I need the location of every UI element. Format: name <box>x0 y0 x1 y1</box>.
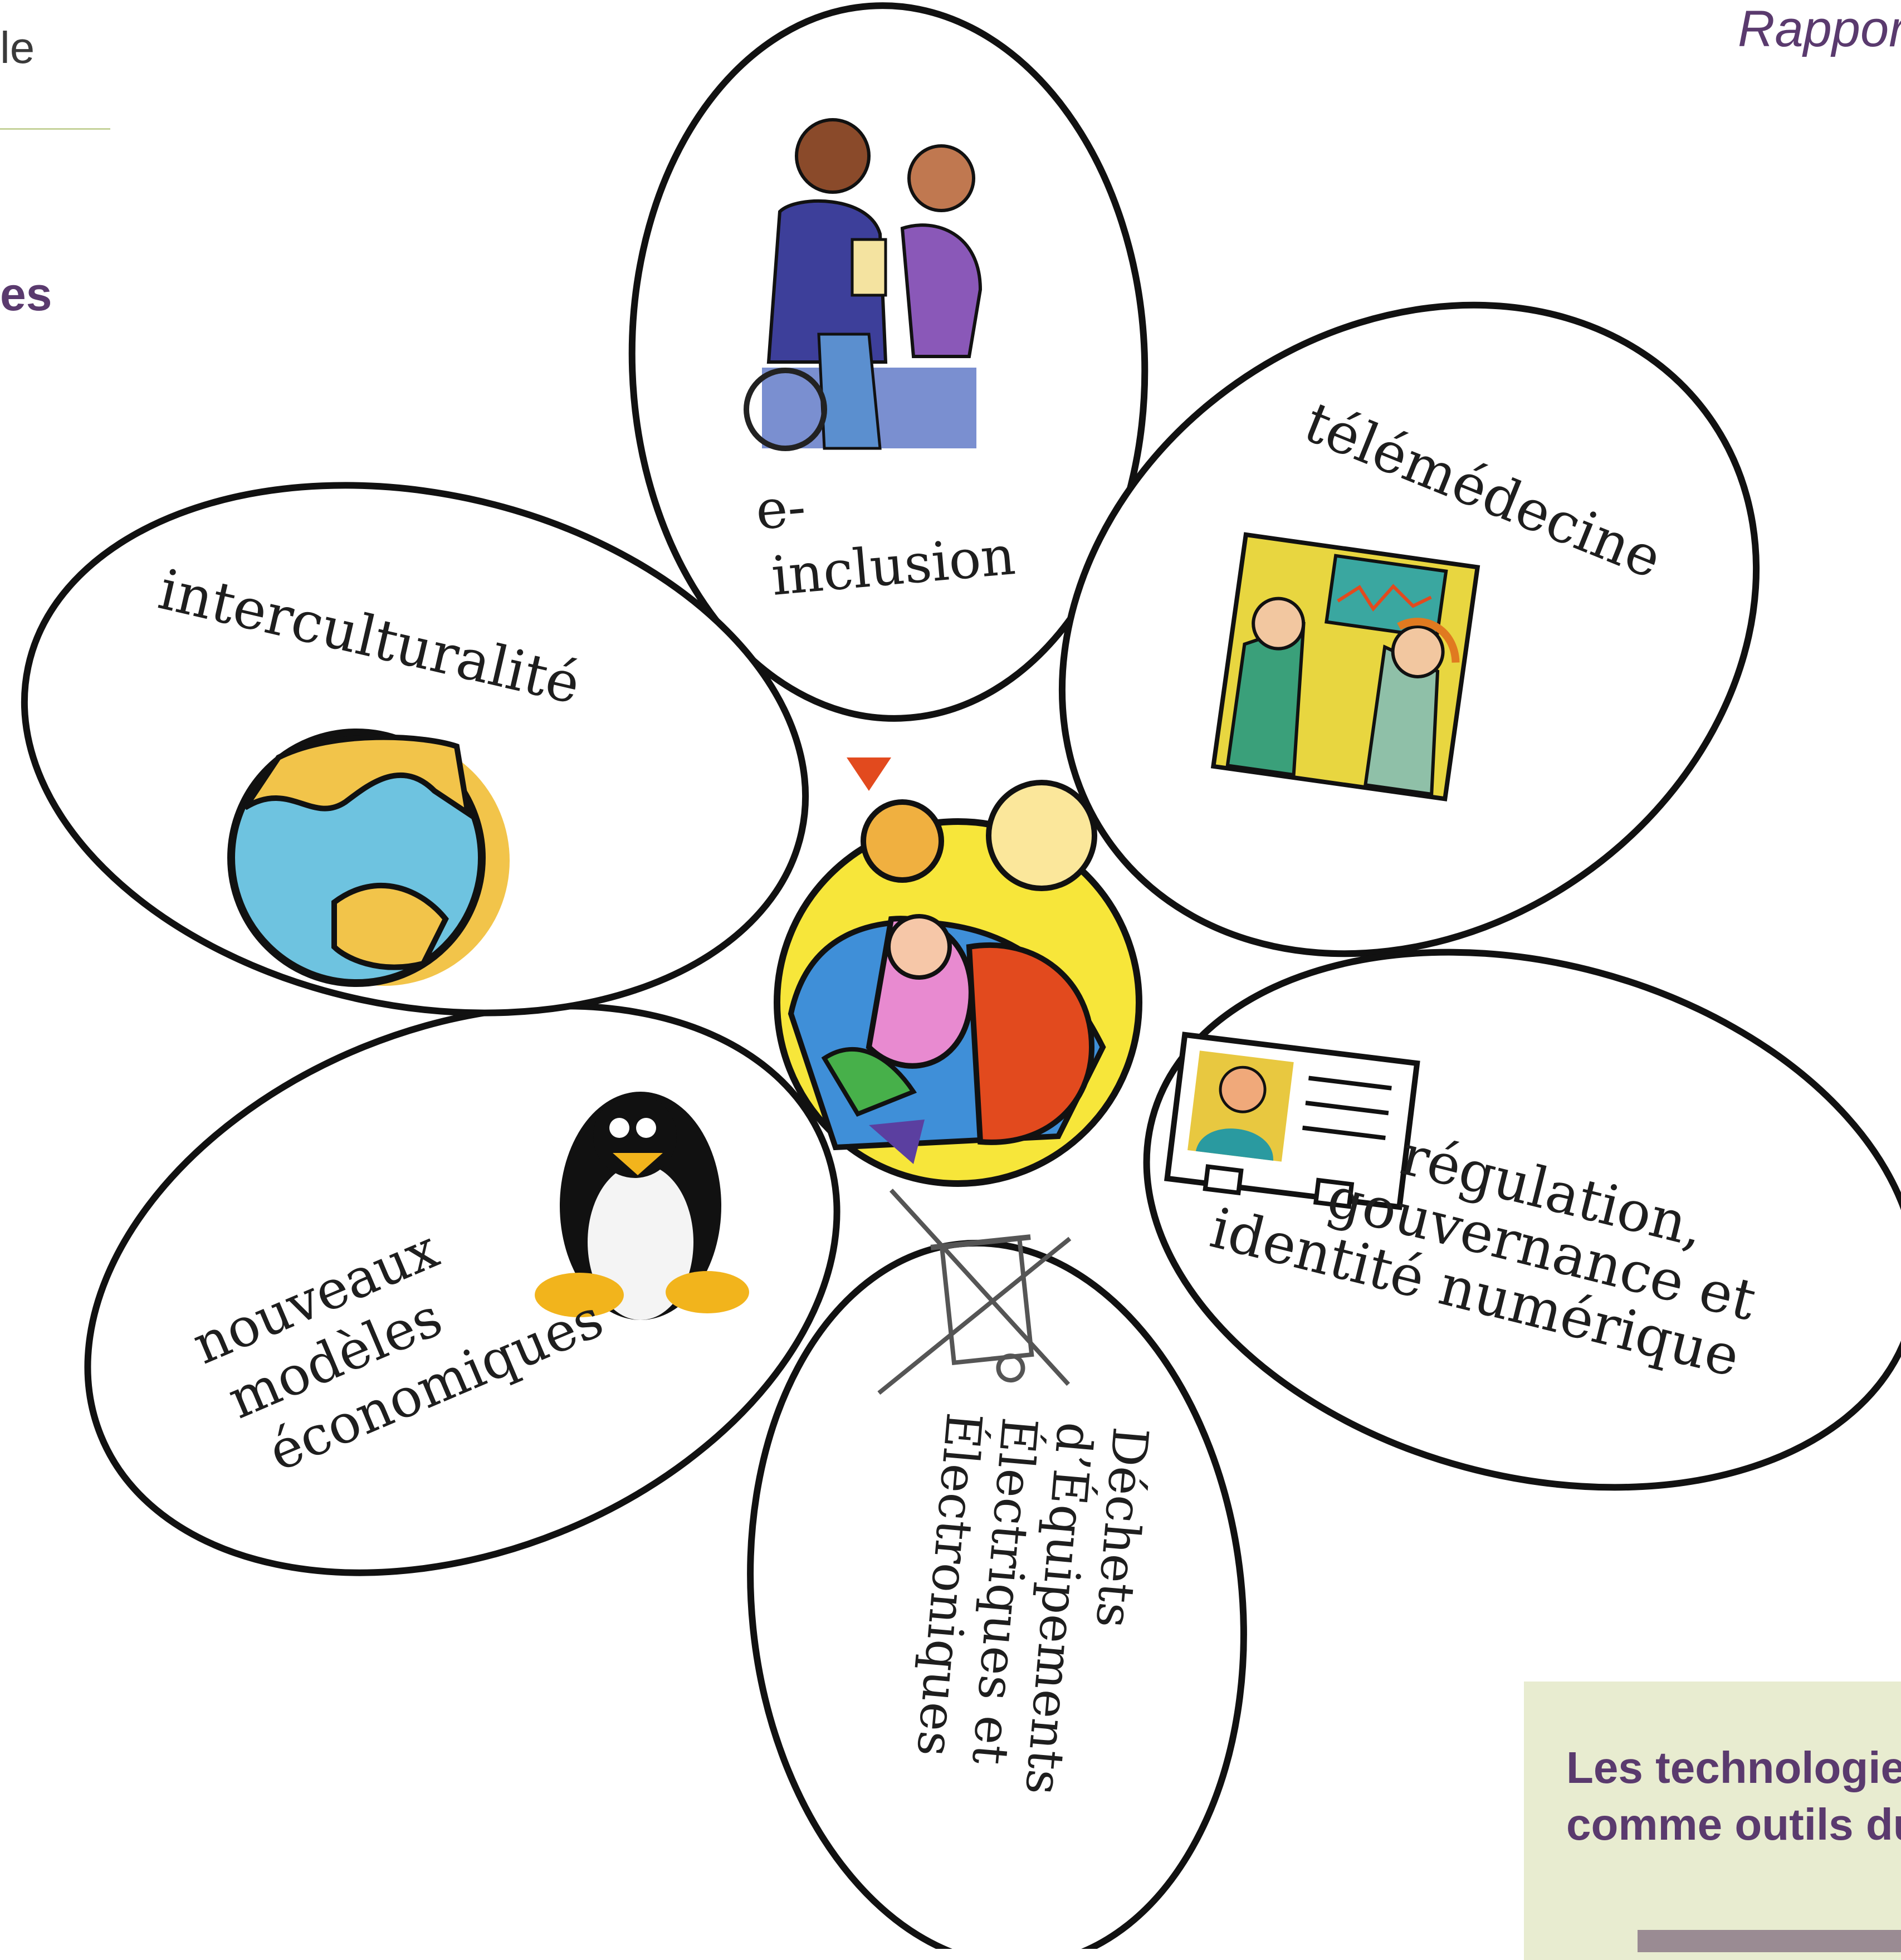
id-card-icon <box>1164 1032 1420 1210</box>
header-left-fragment: le <box>0 23 35 72</box>
caption-box <box>1524 1682 1901 1960</box>
report-title: Rapport <box>1738 1 1901 57</box>
caption-box-bar <box>1638 1930 1901 1952</box>
caption-line-2: comme outils du <box>1566 1800 1901 1849</box>
caption-line-1: Les technologies <box>1566 1743 1901 1792</box>
globe-icon <box>227 729 510 987</box>
doctors-monitor-icon <box>1210 532 1480 801</box>
wheelchair-couple-icon <box>744 118 983 451</box>
penguin-icon <box>535 1092 749 1320</box>
petal-inclusion <box>628 2 1149 722</box>
header-rule <box>0 128 110 130</box>
crossed-bin-icon <box>877 1189 1072 1395</box>
section-title-fragment: es <box>0 268 52 320</box>
inclusion-line-1: e- <box>753 476 808 542</box>
family-center-icon <box>774 757 1142 1187</box>
